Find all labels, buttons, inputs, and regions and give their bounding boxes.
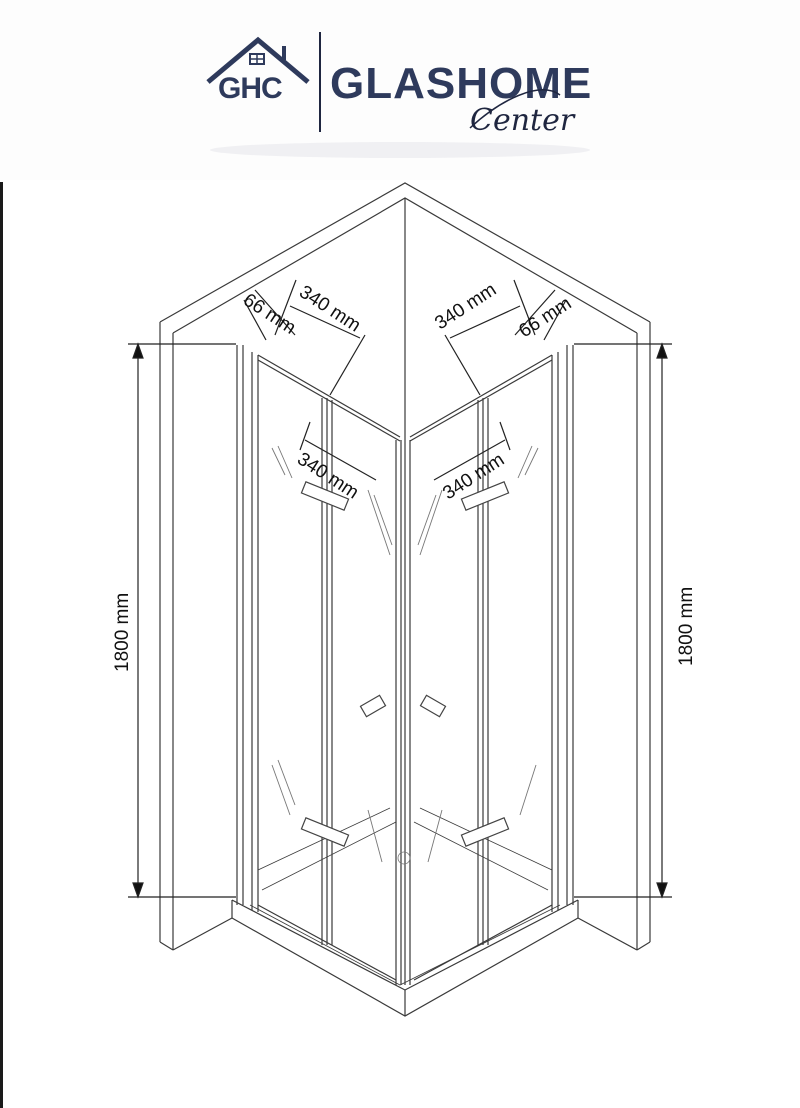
width-dimensions-top [243,279,567,396]
handle-right-icon [419,694,447,718]
shower-tray [231,899,579,1017]
dim-label-top-right-door: 340 mm [431,279,500,334]
shower-enclosure-diagram [128,182,672,1017]
monogram-text: GHC [218,72,282,105]
height-dimension-right [574,342,672,899]
left-enclosure-panel [236,345,402,985]
brand-name: GLASHOME [330,59,592,108]
wall-outline [159,182,651,951]
dim-label-top-left-door: 340 mm [295,282,364,337]
house-monogram-icon [206,36,310,84]
height-dimension-left [128,342,236,899]
dim-label-left-height: 1800 mm [112,593,133,672]
brand-logo: GHC GLASHOME Center [206,32,592,158]
dim-label-right-height: 1800 mm [676,587,697,666]
handle-left-icon [359,694,387,718]
dim-label-top-left-fixed: 66 mm [239,290,299,339]
glass-reflection-marks [271,445,539,865]
brand-script: Center [470,103,576,138]
width-dimensions-mid [299,421,511,481]
page-edge-divider [0,182,3,1108]
hinge-icons [300,481,510,847]
right-enclosure-panel [404,345,574,985]
